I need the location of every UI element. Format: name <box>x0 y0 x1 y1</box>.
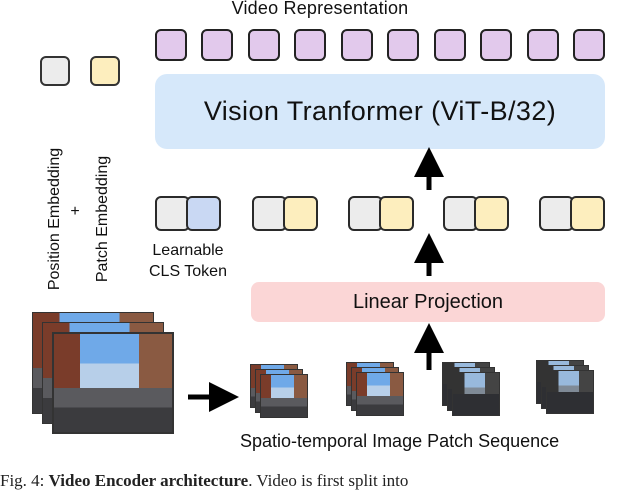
output-token <box>340 29 373 61</box>
cls-token <box>186 196 221 231</box>
image-patch <box>260 374 308 418</box>
image-patch <box>452 372 500 416</box>
patch-token-pair <box>252 196 318 234</box>
output-token <box>201 29 234 61</box>
patch-embedding-token <box>283 196 318 231</box>
learnable-cls-token-label: Learnable CLS Token <box>128 240 248 282</box>
linear-projection-block: Linear Projection <box>251 282 605 322</box>
caption-prefix: Fig. 4: <box>0 471 49 490</box>
patch-embedding-token <box>379 196 414 231</box>
position-embedding-token <box>443 196 478 231</box>
figure-caption: Fig. 4: Video Encoder architecture. Vide… <box>0 471 408 491</box>
output-token <box>526 29 559 61</box>
position-embedding-legend-square <box>40 56 70 86</box>
output-token-row <box>155 29 605 65</box>
output-token <box>387 29 420 61</box>
video-frame-front <box>52 332 174 434</box>
plus-sign: + <box>70 203 80 220</box>
output-token <box>433 29 466 61</box>
image-patch <box>356 372 404 416</box>
cls-label-line1: Learnable <box>152 242 224 259</box>
position-embedding-token <box>155 196 190 231</box>
cls-token-pair <box>155 196 221 234</box>
patch-embedding-token <box>474 196 509 231</box>
cls-label-line2: CLS Token <box>149 263 227 280</box>
patch-sequence-label: Spatio-temporal Image Patch Sequence <box>240 431 560 451</box>
patch-token-pair <box>539 196 605 234</box>
output-token <box>155 29 187 61</box>
patch-token-pair <box>348 196 414 234</box>
caption-rest: . Video is first split into <box>248 471 409 490</box>
output-token <box>480 29 513 61</box>
output-token <box>572 29 605 61</box>
caption-bold: Video Encoder architecture <box>48 471 249 490</box>
video-representation-title: Video Representation <box>231 0 409 18</box>
vision-transformer-block: Vision Tranformer (ViT-B/32) <box>155 74 605 149</box>
output-token <box>294 29 327 61</box>
patch-embedding-token <box>570 196 605 231</box>
patch-embedding-legend-square <box>90 56 120 86</box>
patch-token-pair <box>443 196 509 234</box>
image-patch <box>546 370 594 414</box>
output-token <box>247 29 280 61</box>
